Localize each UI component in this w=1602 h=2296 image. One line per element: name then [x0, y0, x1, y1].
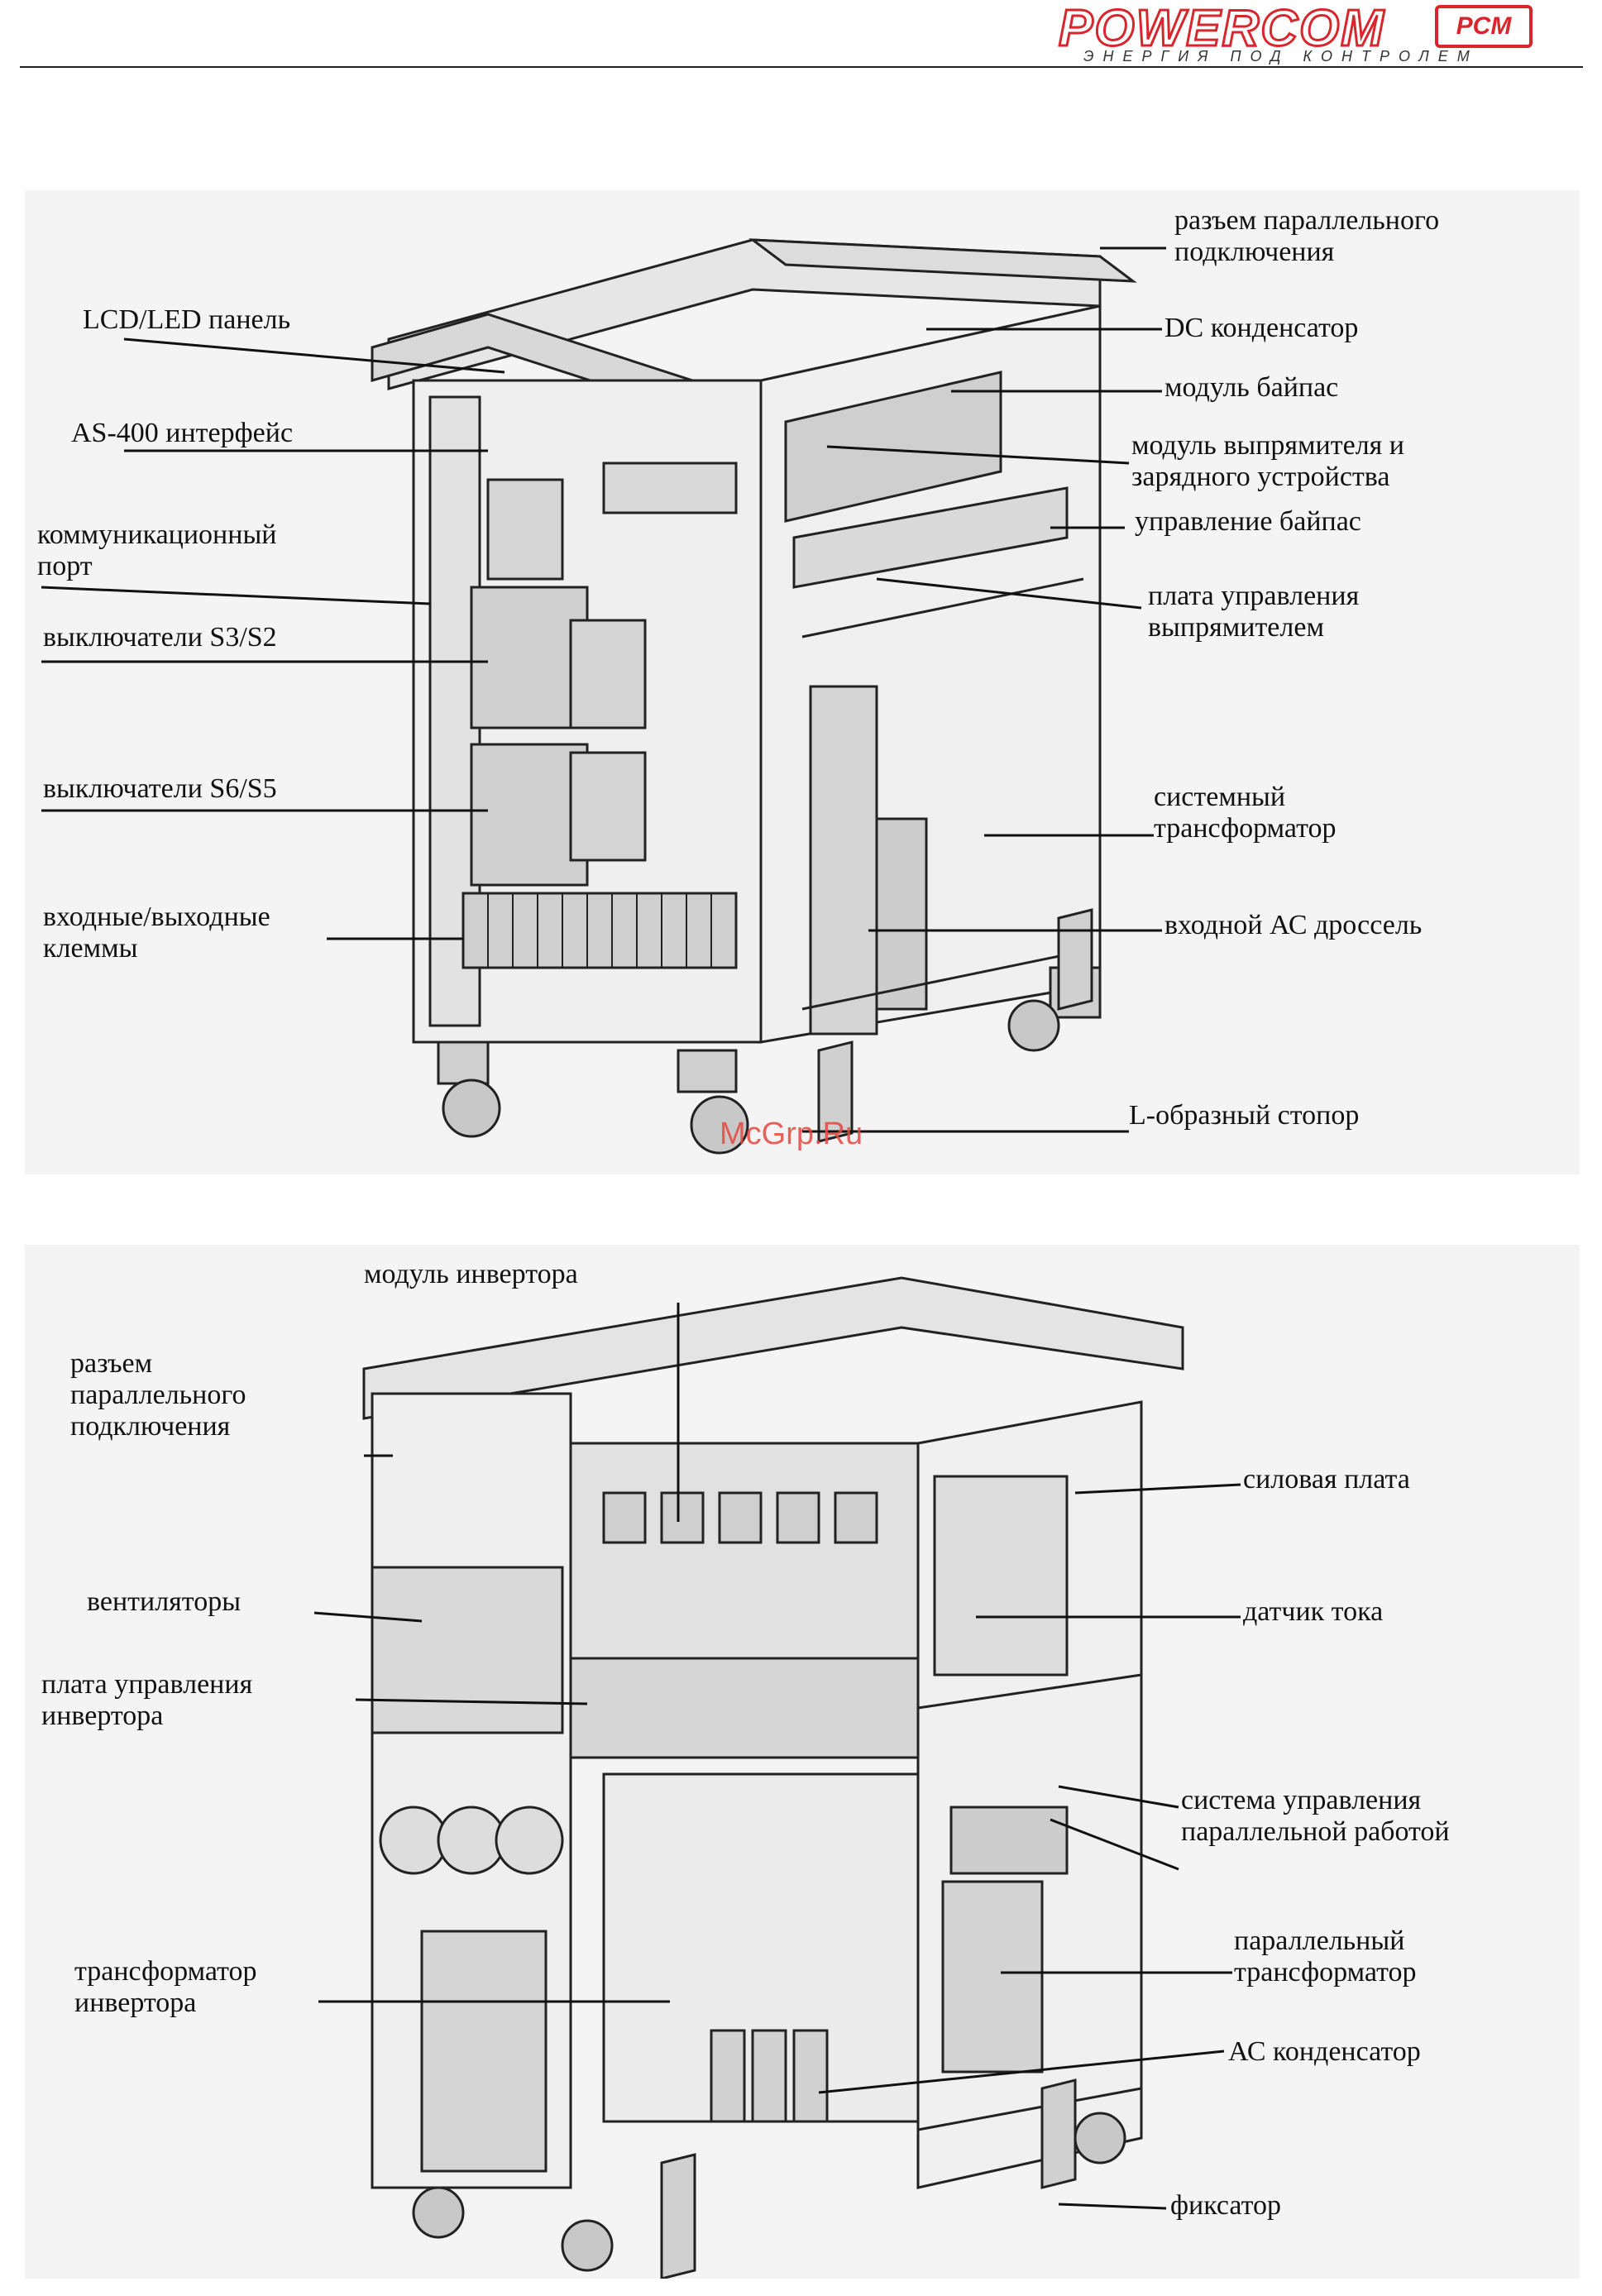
- watermark: McGrp.Ru: [720, 1117, 863, 1151]
- label-lcd-led-panel: LCD/LED панель: [83, 304, 291, 335]
- ups-cabinet-drawing-front: [371, 238, 1137, 1155]
- ups-rectifier-side-diagram: [25, 190, 1580, 1174]
- label-l-stopper: L-образный стопор: [1129, 1100, 1360, 1131]
- label-parallel-control: система управления параллельной работой: [1181, 1785, 1450, 1847]
- logo-wordmark: POWERCOM: [1058, 0, 1385, 59]
- label-input-ac-choke: входной АС дроссель: [1164, 910, 1423, 940]
- label-as400-interface: AS-400 интерфейс: [71, 418, 294, 448]
- powercom-logo: POWERCOM PCM ЭНЕРГИЯ ПОД КОНТРОЛЕМ: [1058, 0, 1555, 66]
- label-rectifier-board: плата управления выпрямителем: [1148, 581, 1360, 643]
- label-io-terminals: входные/выходные клеммы: [43, 902, 270, 964]
- label-parallel-connector-top: разъем параллельного подключения: [1174, 205, 1440, 267]
- label-dc-capacitor: DC конденсатор: [1164, 313, 1359, 343]
- header-divider: [20, 66, 1583, 68]
- label-clamp: фиксатор: [1170, 2190, 1282, 2221]
- logo-badge: PCM: [1435, 5, 1533, 48]
- label-power-board: силовая плата: [1243, 1464, 1410, 1495]
- label-comm-port: коммуникационный порт: [37, 519, 277, 581]
- label-bypass-control: управление байпас: [1135, 506, 1361, 537]
- logo-tagline: ЭНЕРГИЯ ПОД КОНТРОЛЕМ: [1083, 48, 1479, 65]
- label-parallel-connector-bottom: разъем параллельного подключения: [70, 1348, 246, 1442]
- label-system-transformer: системный трансформатор: [1154, 782, 1337, 844]
- label-fans: вентиляторы: [87, 1586, 241, 1617]
- label-bypass-module: модуль байпас: [1164, 372, 1339, 403]
- label-switches-s6-s5: выключатели S6/S5: [43, 773, 277, 804]
- ups-inverter-side-diagram: [25, 1245, 1580, 2279]
- label-current-sensor: датчик тока: [1243, 1596, 1384, 1627]
- label-inverter-board: плата управления инвертора: [41, 1669, 253, 1731]
- label-inverter-transformer: трансформатор инвертора: [74, 1956, 257, 2018]
- label-ac-capacitor: АС конденсатор: [1228, 2036, 1421, 2067]
- label-parallel-transformer: параллельный трансформатор: [1234, 1925, 1417, 1987]
- ups-cabinet-drawing-rear: [362, 1276, 1184, 2279]
- label-switches-s3-s2: выключатели S3/S2: [43, 622, 277, 653]
- label-rectifier-module: модуль выпрямителя и зарядного устройств…: [1131, 430, 1405, 492]
- label-inverter-module: модуль инвертора: [364, 1259, 578, 1289]
